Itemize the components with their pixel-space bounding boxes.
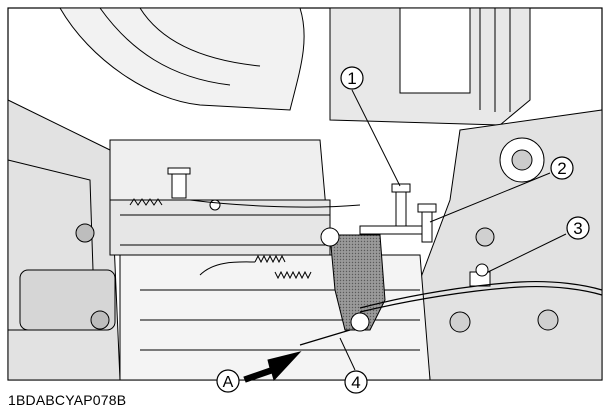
callout-1: 1 [347, 69, 356, 88]
callout-circle-a [216, 369, 240, 393]
callout-circle-2 [550, 156, 574, 180]
lever-nut [350, 312, 370, 332]
bolt [537, 309, 559, 331]
bolt [449, 311, 471, 333]
callout-circle-3 [566, 216, 590, 240]
spring-upper [129, 198, 163, 206]
callout-2: 2 [557, 159, 566, 178]
leader-line-4 [339, 337, 356, 371]
bolt [90, 310, 110, 330]
callout-4: 4 [351, 373, 360, 392]
bolt [475, 227, 495, 247]
bolt [75, 223, 95, 243]
throttle-cable [359, 280, 603, 309]
direction-arrow [243, 351, 302, 383]
adjust-plate [359, 225, 431, 235]
spring-middle [254, 254, 286, 264]
callout-3: 3 [573, 219, 582, 238]
throttle-lever [329, 234, 386, 331]
figure-code: 1BDABCYAP078B [8, 392, 127, 408]
lever-pivot [320, 227, 340, 247]
mount-plate [19, 269, 116, 331]
spring-lower [274, 270, 312, 280]
leader-line-2 [429, 172, 551, 223]
control-rod [299, 329, 351, 346]
leader-line-1 [351, 89, 401, 187]
direction-label: A [223, 374, 234, 391]
callout-circle-1 [340, 66, 364, 90]
callout-circle-4 [344, 370, 368, 394]
leader-line-3 [487, 233, 567, 273]
